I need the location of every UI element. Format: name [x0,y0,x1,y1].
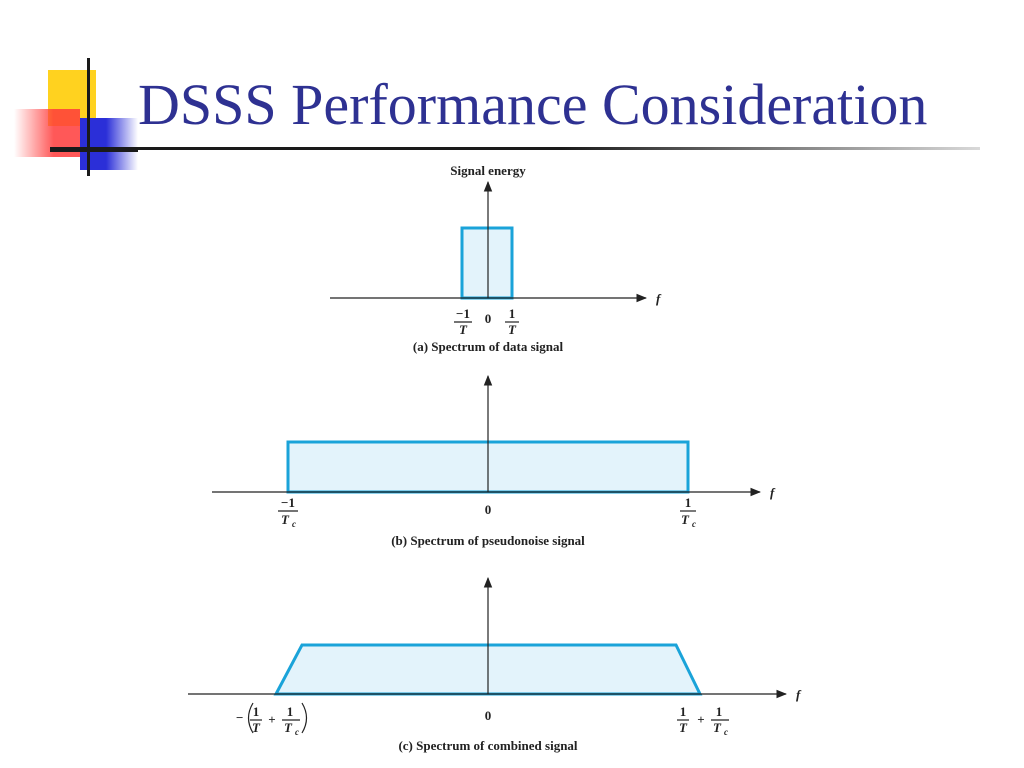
panel-c-tick-right-den2: T [713,720,722,735]
panel-a-tick-left-num: −1 [456,306,470,321]
panel-a-tick-right-den: T [508,322,517,337]
panel-c-caption: (c) Spectrum of combined signal [398,738,577,753]
panel-b-tick-left-num: −1 [281,495,295,510]
panel-b: f −1 T c 0 1 T c (b) Spectrum of pseudon… [212,374,776,548]
panel-c-tick-left-num1: 1 [253,704,260,719]
panel-c-tick-right-num2: 1 [716,704,723,719]
panel-c-right-paren [301,702,308,734]
panel-c-tick-left-den2: T [284,720,293,735]
panel-c-tick-right-plus: + [697,712,704,727]
panel-a-tick-center: 0 [485,311,492,326]
panel-a-caption: (a) Spectrum of data signal [413,339,564,354]
panel-a-spectrum [460,226,514,300]
panel-c-tick-left-den1: T [252,720,261,735]
panel-b-tick-right-num: 1 [685,495,692,510]
panel-c-tick-left-plus: + [268,712,275,727]
panel-c-left-paren [247,702,254,734]
deco-horizontal-line [50,149,138,152]
panel-b-tick-center: 0 [485,502,492,517]
panel-c-x-axis-symbol: f [796,687,802,702]
panel-a: f −1 T 0 1 T (a) Spectrum of data signal [330,180,662,354]
panel-a-x-axis-symbol: f [656,291,662,306]
panel-b-tick-right-den: T [681,512,690,527]
title-underline [50,147,980,150]
panel-b-x-axis-symbol: f [770,485,776,500]
y-axis-label: Signal energy [450,163,526,178]
panel-c-tick-center: 0 [485,708,492,723]
panel-b-tick-left-den: T [281,512,290,527]
panel-b-caption: (b) Spectrum of pseudonoise signal [391,533,585,548]
panel-c-tick-right-den1: T [679,720,688,735]
panel-c-tick-left-num2: 1 [287,704,294,719]
panel-c-tick-left-minus: − [236,710,243,725]
slide-title: DSSS Performance Consideration [138,72,928,137]
deco-vertical-line [87,58,90,176]
panel-a-tick-left-den: T [459,322,468,337]
panel-c-tick-right-den2-sub: c [724,727,728,737]
panel-a-tick-right-num: 1 [509,306,516,321]
panel-c: f − 1 T + 1 T c 0 1 T + 1 T c (c) Spectr… [188,576,802,753]
panel-b-tick-left-den-sub: c [292,519,296,529]
panel-c-tick-left-den2-sub: c [295,727,299,737]
panel-b-tick-right-den-sub: c [692,519,696,529]
panel-c-tick-right-num1: 1 [680,704,687,719]
